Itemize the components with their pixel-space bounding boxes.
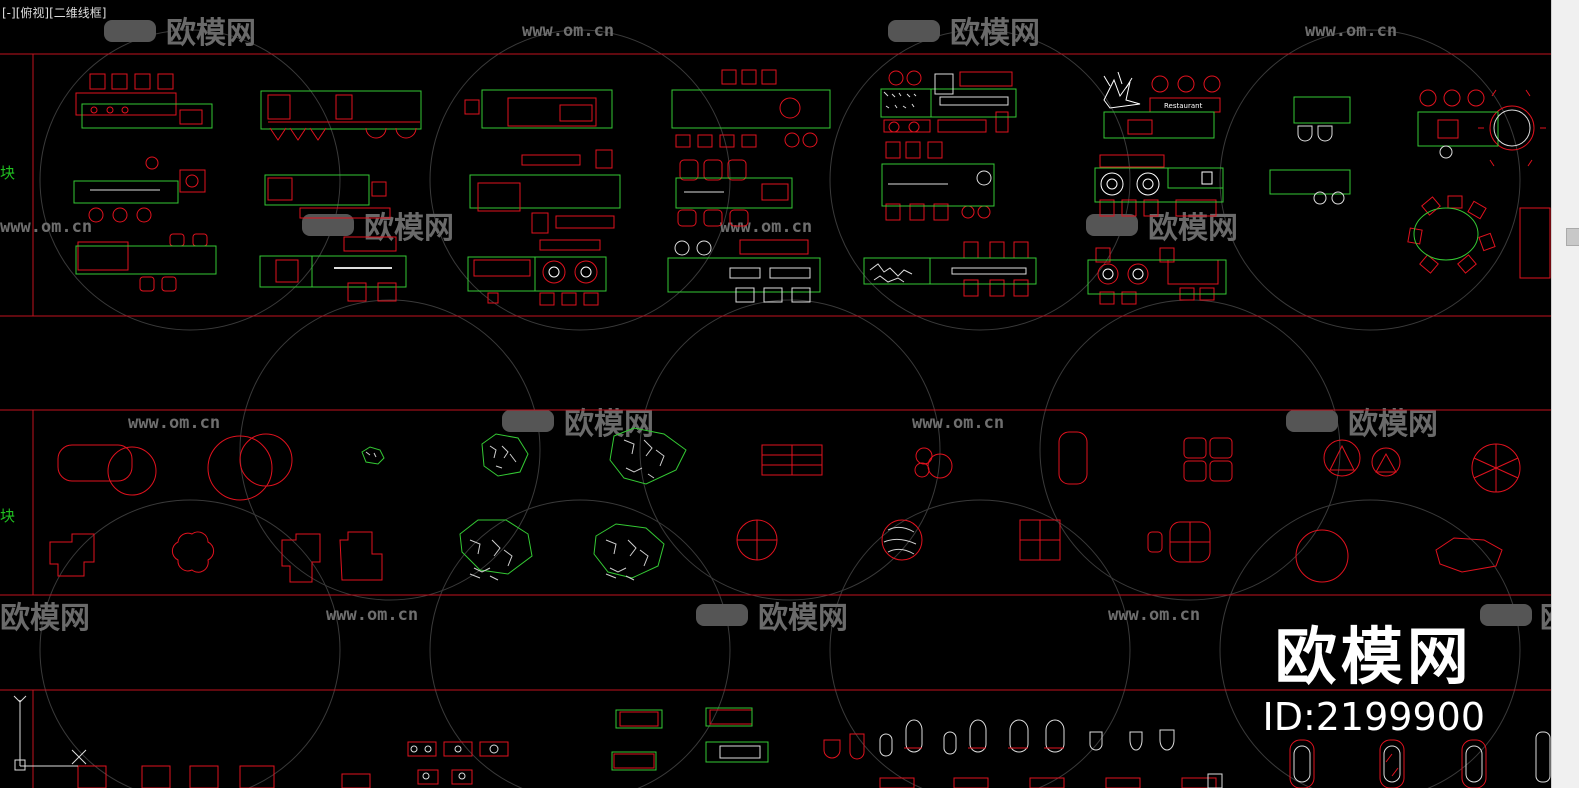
watermark-brand: 欧模网: [1540, 601, 1551, 636]
watermark-url: www.om.cn: [0, 217, 92, 237]
watermark-logo-icon: [1086, 214, 1138, 236]
block-category-label: 块: [0, 164, 16, 182]
section-frames: [0, 53, 1551, 788]
counter-block-7[interactable]: [1269, 96, 1351, 205]
view-control[interactable]: [俯视]: [15, 6, 50, 20]
watermark-logo-icon: [104, 20, 156, 42]
decor-block-sofa-table[interactable]: [49, 433, 383, 583]
watermark-brand: 欧模网: [0, 601, 90, 636]
sanitary-blocks[interactable]: [77, 707, 1551, 788]
visual-style-control[interactable]: [二维线框]: [49, 6, 107, 20]
watermark-url: www.om.cn: [326, 605, 418, 625]
watermark-url: www.om.cn: [1305, 21, 1397, 41]
vertical-scrollbar[interactable]: [1551, 0, 1579, 788]
restaurant-sign-label: Restaurant: [1164, 102, 1203, 110]
watermark-brand: 欧模网: [364, 211, 454, 246]
viewport-menu-control[interactable]: [-]: [2, 6, 16, 20]
watermark-brand: 欧模网: [758, 601, 848, 636]
watermark-brand: 欧模网: [166, 16, 256, 51]
watermark-logo-icon: [696, 604, 748, 626]
viewport-controls: [-][俯视][二维线框]: [2, 4, 106, 21]
counter-block-3[interactable]: [464, 89, 621, 306]
watermark-logo-icon: [1286, 410, 1338, 432]
watermark-brand: 欧模网: [950, 16, 1040, 51]
decor-block-rocks[interactable]: [361, 427, 687, 581]
watermark-logo-icon: [1480, 604, 1532, 626]
scrollbar-thumb[interactable]: [1566, 228, 1579, 246]
counter-block-5[interactable]: [863, 70, 1037, 297]
block-category-label: 块: [0, 507, 16, 525]
watermark-logo-icon: [888, 20, 940, 42]
watermark-brand: 欧模网: [1148, 211, 1238, 246]
brand-overlay: 欧模网 ID:2199900: [1262, 622, 1485, 740]
counter-block-2[interactable]: [259, 90, 422, 302]
watermark-url: www.om.cn: [720, 217, 812, 237]
counter-block-6[interactable]: Restaurant: [1087, 71, 1227, 305]
counter-block-4[interactable]: [667, 69, 831, 303]
watermark-brand: 欧模网: [564, 407, 654, 442]
watermark-circles: [39, 29, 1521, 788]
watermark-url: www.om.cn: [912, 413, 1004, 433]
brand-id: ID:2199900: [1262, 695, 1485, 739]
watermark-texts: www.om.cn www.om.cn www.om.cn www.om.cn …: [0, 21, 1397, 625]
watermark-brand: 欧模网: [1348, 407, 1438, 442]
watermark-url: www.om.cn: [522, 21, 614, 41]
watermark-logo-icon: [302, 214, 354, 236]
counter-block-1[interactable]: [73, 73, 217, 292]
watermark-url: www.om.cn: [128, 413, 220, 433]
brand-name: 欧模网: [1274, 620, 1473, 693]
counter-block-8[interactable]: [1407, 89, 1551, 279]
watermark-brand-texts: 欧模网 欧模网 欧模网 欧模网 欧模网 欧模网 欧模网 欧模网 欧模网: [0, 16, 1551, 636]
decor-block-shapes[interactable]: [736, 431, 1521, 583]
watermark-url: www.om.cn: [1108, 605, 1200, 625]
watermark-logo-icon: [502, 410, 554, 432]
ucs-axis-icon: [13, 695, 87, 771]
